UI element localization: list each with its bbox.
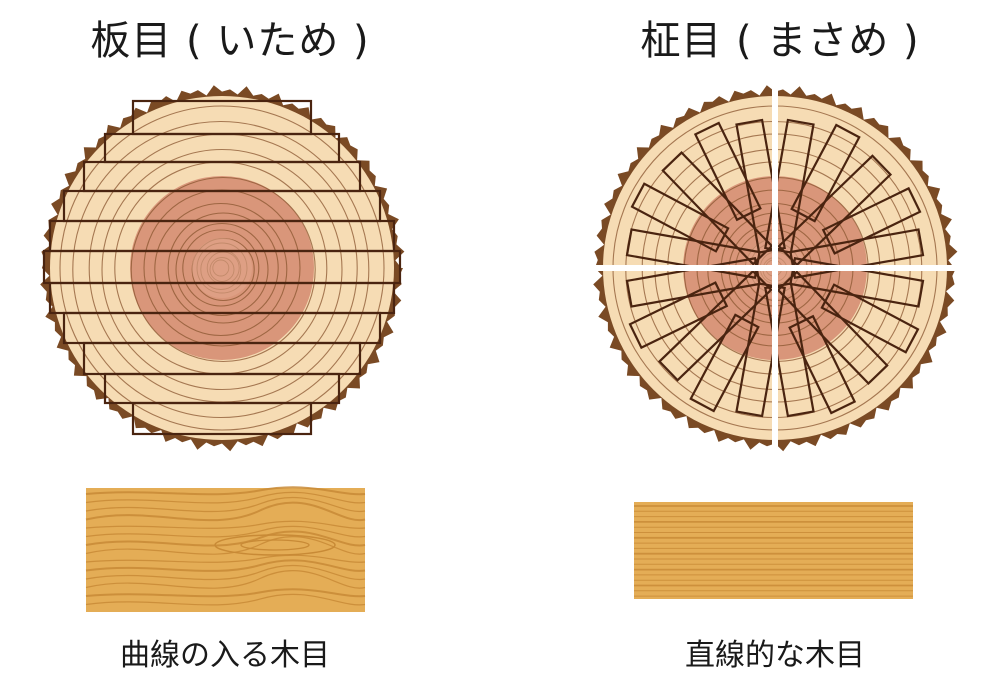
pith [192,238,252,298]
curved-grain-caption: 曲線の入る木目 [120,638,330,673]
grain-line [85,491,366,504]
grain-line [85,570,366,589]
quarter-sawn-board-group [693,121,762,222]
grain-line [85,593,366,606]
flat-sawn-boards [42,99,402,436]
quarter-sawn-board [788,314,857,415]
quarter-sawn-board-group [788,314,857,415]
quarter-sawn-board [689,313,760,413]
grain-knot [240,539,310,551]
growth-ring [182,229,260,307]
grain-line [85,536,366,555]
grain-line [85,554,366,563]
flat-sawn-board [131,401,313,436]
flat-sawn-log [40,85,405,452]
quarter-sawn-board-group [820,283,920,354]
quarter-sawn-board [693,121,762,222]
quarter-sawn-board-group [689,313,760,413]
quarter-sawn-board-group [821,186,922,255]
quarter-sawn-board [790,123,861,223]
curved-grain-plank [85,486,366,612]
quarter-sawn-board [820,283,920,354]
grain-line [85,501,366,522]
straight-grain-plank [634,502,913,599]
quarter-sawn-boards [625,118,925,418]
grain-line [85,525,366,538]
straight-grain-caption: 直線的な木目 [685,638,865,673]
flat-sawn-title: 板目 ( いため ) [90,18,370,64]
growth-ring [130,176,316,363]
quarter-sawn-board [628,281,729,350]
grain-line [85,530,366,547]
grain-line [85,588,366,598]
quarter-sawn-title: 柾目 ( まさめ ) [640,18,920,64]
grain-line [85,486,366,496]
horizontal-cut-line [586,265,966,271]
quarter-sawn-board-group [630,182,730,253]
grain-line [85,496,366,513]
grain-knot [214,534,336,556]
grain-line [85,559,366,572]
growth-ring [72,120,370,419]
growth-ring [154,202,288,337]
growth-ring [167,212,279,324]
quarter-sawn-log [586,80,966,456]
quarter-sawn-board [630,182,730,253]
quarter-sawn-board [821,186,922,255]
quarter-sawn-board-group [628,281,729,350]
growth-ring [101,148,343,391]
quarter-sawn-board-group [790,123,861,223]
grain-line [85,520,366,529]
growth-ring [59,105,385,431]
grain-line [85,564,366,581]
growth-ring [175,222,269,317]
